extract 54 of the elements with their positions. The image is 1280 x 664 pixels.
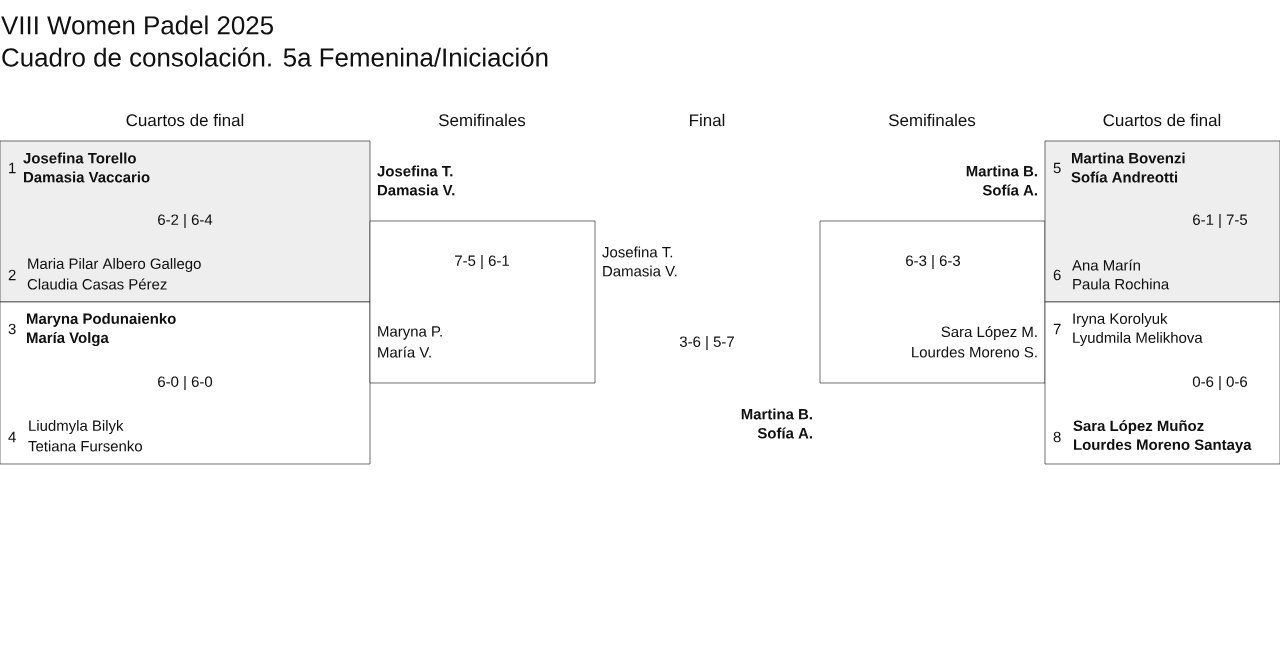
player-name: Sofía A. — [982, 184, 1037, 196]
match-box — [0, 301, 371, 465]
player-name: Lyudmila Melikhova — [1073, 332, 1203, 346]
player-name: Paula Rochina — [1073, 278, 1170, 290]
match-box — [0, 140, 371, 303]
player-name: Damasia V. — [378, 184, 455, 196]
match-box — [369, 165, 596, 384]
player-name: Iryna Korolyuk — [1073, 313, 1168, 327]
title: VIII Women Padel 2025 — [1, 15, 273, 35]
player-name: Martina B. — [966, 165, 1037, 177]
player-name: Liudmyla Bilyk — [29, 420, 124, 434]
seed-number: 3 — [8, 323, 16, 335]
match-score: 6-1 | 7-5 — [1193, 214, 1248, 228]
player-name: Damasia Vaccario — [24, 171, 150, 183]
match-score: 6-3 | 6-3 — [906, 255, 961, 269]
player-name: Sara López M. — [941, 325, 1037, 341]
player-name: Damasia V. — [603, 265, 677, 277]
match-score: 6-2 | 6-4 — [158, 214, 213, 228]
player-name: Ana Marín — [1072, 259, 1140, 271]
player-name: Sofía A. — [757, 427, 812, 439]
player-name: Josefina T. — [602, 246, 673, 258]
player-name: Sara López Muñoz — [1073, 419, 1204, 434]
player-name: Sofía Andreotti — [1071, 171, 1178, 183]
match-box — [1044, 301, 1280, 465]
player-name: Martina B. — [741, 408, 812, 420]
seed-number: 2 — [8, 269, 16, 281]
match-score: 6-0 | 6-0 — [158, 376, 213, 390]
seed-number: 1 — [9, 162, 16, 174]
match-box — [1044, 140, 1280, 303]
player-name: Josefina Torello — [23, 152, 136, 164]
round-heading: Semifinales — [889, 113, 976, 127]
player-name: Lourdes Moreno S. — [912, 346, 1037, 358]
round-heading: Final — [690, 113, 725, 127]
player-name: Josefina T. — [377, 165, 453, 177]
player-name: María Volga — [27, 331, 109, 347]
player-name: Lourdes Moreno Santaya — [1074, 439, 1252, 453]
round-heading: Semifinales — [439, 113, 526, 127]
player-name: Maryna Podunaienko — [27, 313, 176, 327]
subtitle: Cuadro de consolación. 5a Femenina/Iniciación — [2, 47, 548, 67]
player-name: Maria Pilar Albero Gallego — [28, 258, 201, 272]
seed-number: 8 — [1053, 431, 1061, 443]
match-score: 0-6 | 0-6 — [1192, 376, 1247, 390]
player-name: Maryna P. — [378, 326, 442, 340]
seed-number: 6 — [1053, 269, 1061, 281]
seed-number: 4 — [8, 431, 16, 443]
player-name: Claudia Casas Pérez — [27, 278, 167, 290]
seed-number: 7 — [1053, 323, 1061, 335]
match-score: 3-6 | 5-7 — [679, 336, 734, 350]
match-score: 7-5 | 6-1 — [455, 255, 509, 269]
match-box — [819, 165, 1046, 384]
player-name: María V. — [378, 346, 431, 358]
player-name: Martina Bovenzi — [1072, 152, 1185, 164]
seed-number: 5 — [1053, 162, 1061, 174]
player-name: Tetiana Fursenko — [28, 440, 142, 452]
